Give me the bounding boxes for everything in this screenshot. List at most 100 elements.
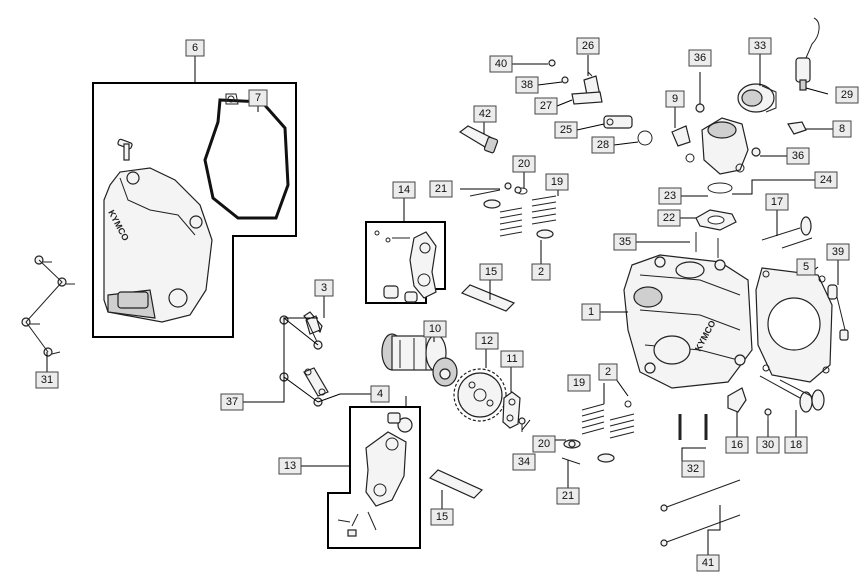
callout-41-text: 41 [702,557,714,569]
link-arm-4 [303,367,329,397]
callout-28: 28 [591,136,615,154]
callout-32: 32 [681,460,705,478]
callout-36-top-text: 36 [694,52,706,64]
callout-34: 34 [512,453,536,471]
callout-5: 5 [796,258,816,276]
callout-14: 14 [392,181,416,199]
callout-3: 3 [314,279,334,297]
callout-15-upper: 15 [479,263,503,281]
callout-20-upper: 20 [512,155,536,173]
callout-37-text: 37 [226,396,238,408]
callout-36-side-text: 36 [792,150,804,162]
callout-7: 7 [248,89,268,107]
callout-33: 33 [748,37,772,55]
rocker-arm-lower [337,412,413,537]
callout-32-text: 32 [687,463,699,475]
callout-36-top: 36 [688,49,712,67]
callout-6-text: 6 [192,42,198,54]
rocker-shaft-lower [428,469,484,499]
callout-33-text: 33 [754,40,766,52]
callout-20-upper-text: 20 [518,158,530,170]
callout-11-text: 11 [506,353,517,365]
callout-10-text: 10 [429,323,441,335]
bolt-34 [518,417,526,432]
callout-22: 22 [657,209,681,227]
callout-39: 39 [826,243,850,261]
cylinder-head-cover: KYMCO [103,167,213,323]
callout-17-text: 17 [771,196,783,208]
callout-27-text: 27 [540,100,552,112]
screw-40 [548,59,556,67]
callout-2-upper: 2 [531,263,551,281]
callout-9: 9 [665,90,685,108]
callout-1-text: 1 [588,306,594,318]
nut-36-side [751,147,761,157]
injector-25 [603,115,633,129]
callout-24: 24 [814,171,838,189]
screw-38 [561,76,569,84]
callout-14-text: 14 [398,184,410,196]
insulator-22 [695,209,737,231]
callout-19-lower-text: 19 [573,377,585,389]
callout-29-text: 29 [841,89,853,101]
dowel-pins [827,284,849,341]
valve-springs-lower [563,400,635,463]
callout-26: 26 [576,37,600,55]
callout-38-text: 38 [521,79,533,91]
callout-31-text: 31 [41,374,53,386]
o-ring-23 [707,182,733,194]
camshaft [381,333,458,387]
callout-labels: 6 7 14 3 10 12 11 4 37 13 15 15 31 34 21… [35,37,859,572]
callout-8: 8 [832,120,852,138]
callout-13: 13 [278,457,302,475]
callout-16: 16 [725,436,749,454]
cotters-20-21-lower [561,440,581,465]
callout-35: 35 [613,233,637,251]
callout-1: 1 [581,303,601,321]
rocker-arm-lower-frame [327,406,421,549]
spark-plug-42 [458,125,499,154]
callout-27: 27 [534,97,558,115]
valve-18 [759,375,825,413]
callout-15-upper-text: 15 [485,266,497,278]
callout-7-text: 7 [255,92,261,104]
callout-30: 30 [756,436,780,454]
callout-23-text: 23 [664,190,676,202]
o-ring-28 [637,130,653,146]
callout-8-text: 8 [839,123,845,135]
callout-3-text: 3 [321,282,327,294]
studs-35 [695,232,719,258]
cover-group-frame [92,82,297,338]
callout-34-text: 34 [518,456,530,468]
callout-2-lower-text: 2 [605,366,611,378]
callout-18-text: 18 [790,439,802,451]
bracket-27 [571,91,603,105]
callout-41: 41 [696,554,720,572]
callout-4: 4 [370,385,390,403]
clip-8 [787,121,807,135]
callout-15-lower: 15 [430,508,454,526]
callout-21-upper-text: 21 [435,183,447,195]
callout-6: 6 [185,39,205,57]
callout-31: 31 [35,371,59,389]
callout-11: 11 [500,350,524,368]
cam-plate [502,391,521,429]
callout-24-text: 24 [820,174,832,186]
link-arm-3 [303,311,323,345]
callout-21-lower-text: 21 [562,490,574,502]
callout-2-lower: 2 [598,363,618,381]
callout-37: 37 [220,393,244,411]
callout-10: 10 [423,320,447,338]
callout-29: 29 [835,86,859,104]
callout-15-lower-text: 15 [436,511,448,523]
callout-13-text: 13 [284,460,296,472]
cotters-20-21-upper [469,182,522,197]
callout-18: 18 [784,436,808,454]
callout-40-text: 40 [495,58,507,70]
callout-20-lower: 20 [532,435,556,453]
callout-39-text: 39 [832,246,844,258]
sensor-29 [795,17,820,91]
callout-42-text: 42 [479,108,491,120]
callout-28-text: 28 [597,139,609,151]
throttle-body-33 [737,83,777,113]
